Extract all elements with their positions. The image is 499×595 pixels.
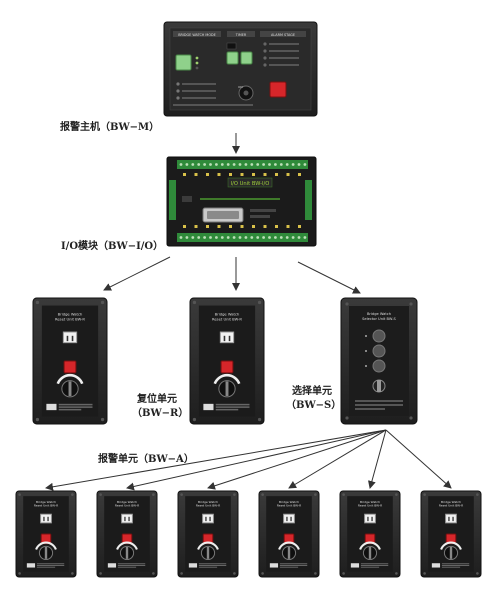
reset-button[interactable]	[63, 360, 77, 374]
arrow-io-to-selector	[297, 261, 361, 294]
arrow-io-to-reset-left	[103, 256, 171, 291]
timer-up-button[interactable]	[240, 51, 253, 65]
select-button-1[interactable]	[372, 329, 386, 343]
reset-unit-title-line2: Reset Unit BW-R	[358, 503, 382, 507]
on-label: ON	[238, 85, 243, 89]
reset-unit-title-line2: Reset Unit BW-R	[212, 318, 242, 322]
timer-down-button[interactable]	[226, 51, 239, 65]
reset-unit-title-line1: Bridge Watch	[441, 500, 461, 504]
caption-selector-unit: 选择单元 （BW−S）	[286, 385, 342, 413]
power-socket	[445, 513, 457, 524]
reset-unit-title-line1: Bridge Watch	[58, 313, 83, 317]
reset-unit-title-line2: Reset Unit BW-R	[55, 318, 85, 322]
arrow-selector-to-alarm-1	[45, 429, 387, 491]
power-socket	[62, 331, 78, 344]
power-socket	[219, 331, 235, 344]
reset-unit-title-line1: Bridge Watch	[279, 500, 299, 504]
reset-unit-title-line1: Bridge Watch	[215, 313, 240, 317]
arrow-selector-to-alarm-3	[207, 429, 387, 490]
arrow-selector-to-alarm-4	[288, 429, 387, 489]
caption-reset-unit: 复位单元 （BW−R）	[132, 393, 189, 421]
reset-unit-title-line1: Bridge Watch	[36, 500, 56, 504]
caption-io-module: I/O模块（BW−I/O）	[61, 241, 164, 252]
power-socket	[283, 513, 295, 524]
selector-title-line1: Bridge Watch	[367, 312, 391, 316]
caption-alarm-unit: 报警单元（BW−A）	[98, 454, 194, 465]
select-button-3[interactable]	[372, 359, 386, 373]
reset-unit-title-line2: Reset Unit BW-R	[277, 503, 301, 507]
reset-unit-title-line2: Reset Unit BW-R	[196, 503, 220, 507]
caption-reset-line2: （BW−R）	[132, 408, 189, 419]
mode-button[interactable]	[175, 54, 192, 71]
arrow-selector-to-alarm-5	[368, 429, 387, 489]
arrow-selector-to-alarm-2	[126, 429, 387, 491]
selector-unit: Bridge Watch Selector Unit BW-S	[340, 297, 418, 425]
selector-title-line2: Selector Unit BW-S	[362, 317, 396, 321]
reset-unit-title-line2: Reset Unit BW-R	[115, 503, 139, 507]
caption-main-unit: 报警主机（BW−M）	[60, 122, 160, 133]
arrow-selector-to-alarm-6	[385, 429, 452, 489]
alarm-stage-title: ALARM STAGE	[271, 33, 295, 37]
reset-unit-title-line2: Reset Unit BW-R	[34, 503, 58, 507]
reset-unit-title-line1: Bridge Watch	[198, 500, 218, 504]
caption-selector-line2: （BW−S）	[286, 400, 342, 411]
io-module-label: I/O Unit BW-I/O	[231, 181, 270, 187]
power-socket	[364, 513, 376, 524]
main-alarm-unit: BRIDGE WATCH MODE TIMER ALARM STAGE ON O…	[163, 21, 318, 117]
io-module: I/O Unit BW-I/O	[166, 156, 317, 247]
mode-title: BRIDGE WATCH MODE	[178, 33, 216, 37]
power-socket	[121, 513, 133, 524]
selector-fanout-arrows	[45, 429, 452, 491]
reset-button[interactable]	[220, 360, 234, 374]
reset-unit-title-line1: Bridge Watch	[360, 500, 380, 504]
timer-title: TIMER	[235, 33, 247, 37]
reset-unit-title-line2: Reset Unit BW-R	[439, 503, 463, 507]
caption-selector-line1: 选择单元	[292, 386, 332, 397]
power-socket	[202, 513, 214, 524]
caption-reset-line1: 复位单元	[137, 394, 177, 405]
power-socket	[40, 513, 52, 524]
select-button-2[interactable]	[372, 344, 386, 358]
reset-unit-title-line1: Bridge Watch	[117, 500, 137, 504]
alarm-reset-button[interactable]	[269, 81, 287, 98]
